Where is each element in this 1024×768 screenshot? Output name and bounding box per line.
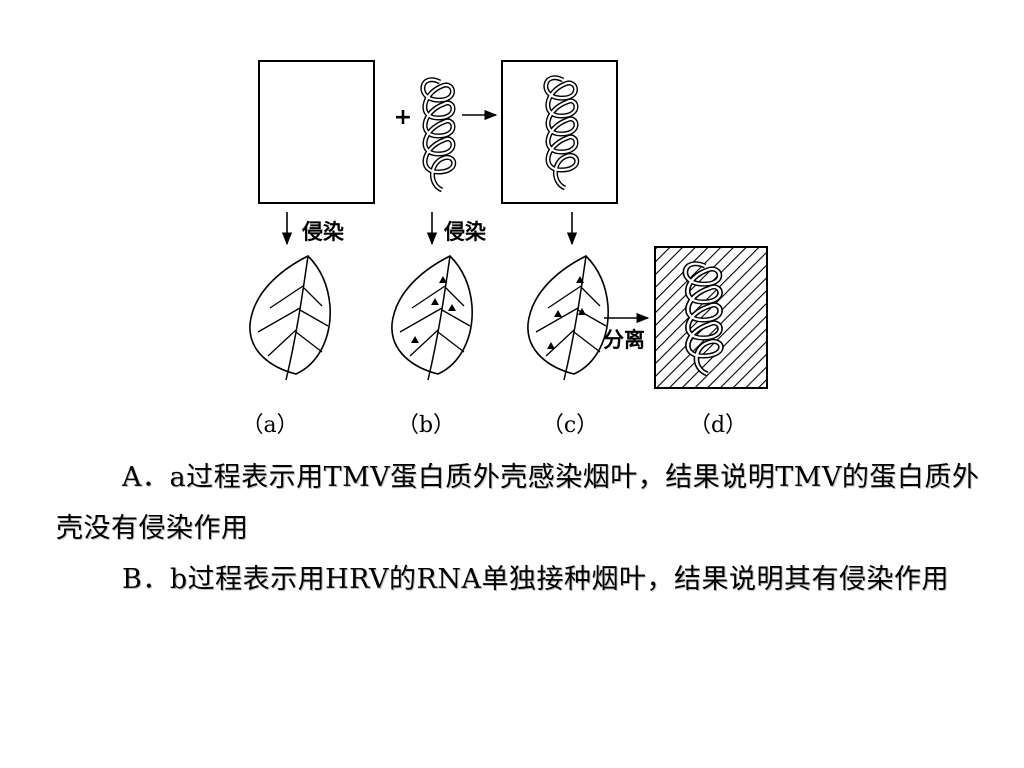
infect-label-b: 侵染 [443,220,486,244]
separate-label: 分离 [603,328,645,352]
tmv-hrv-experiment-diagram: + 侵染 侵染 分离 （a） （b） （c） （d） [241,60,768,438]
rna-coil-icon [423,80,454,190]
option-a: A．a过程表示用TMV蛋白质外壳感染烟叶，结果说明TMV的蛋白质外壳没有侵染作用 [56,462,980,544]
leaf-a-icon [249,255,331,381]
leaf-b-icon [391,255,473,381]
protein-shell-box [258,60,375,204]
plus-sign: + [394,105,412,130]
caption-d: （d） [689,413,747,438]
answer-options: A．a过程表示用TMV蛋白质外壳感染烟叶，结果说明TMV的蛋白质外壳没有侵染作用… [56,452,986,605]
rna-coil-in-box-icon [546,78,577,188]
leaf-c-icon [527,255,609,381]
caption-a: （a） [241,413,298,438]
reconstituted-virus-box [501,60,618,204]
option-b: B．b过程表示用HRV的RNA单独接种烟叶，结果说明其有侵染作用 [122,564,949,595]
caption-b: （b） [397,413,455,438]
caption-c: （c） [542,413,598,438]
infect-label-a: 侵染 [301,220,344,244]
